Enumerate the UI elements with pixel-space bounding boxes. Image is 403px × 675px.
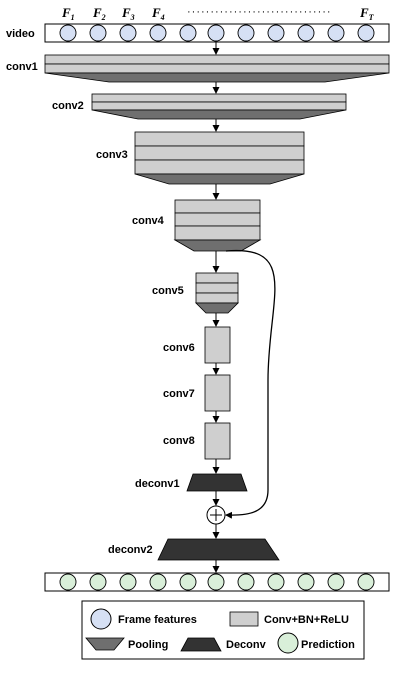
legend-frame-features-label: Frame features [118, 614, 197, 626]
frame-label-f3: F3 [121, 5, 135, 22]
frame-label-f4: F4 [151, 5, 165, 22]
legend-prediction-label: Prediction [301, 639, 355, 651]
frame-feature-circle-5 [179, 24, 197, 42]
skip-connection-arrow [225, 249, 276, 519]
conv1-layer-2 [44, 63, 390, 74]
legend-frame-features-icon [90, 608, 112, 630]
label-conv7: conv7 [163, 388, 195, 400]
prediction-circle-8 [267, 573, 285, 591]
prediction-circle-10 [327, 573, 345, 591]
prediction-circle-4 [149, 573, 167, 591]
frame-feature-circle-6 [207, 24, 225, 42]
label-deconv1: deconv1 [135, 478, 180, 490]
prediction-circles [59, 573, 375, 591]
legend-deconv-label: Deconv [226, 639, 267, 651]
legend-conv-label: Conv+BN+ReLU [264, 614, 349, 626]
conv1-pooling [44, 72, 390, 83]
frame-feature-circle-7 [237, 24, 255, 42]
frame-feature-circle-2 [89, 24, 107, 42]
conv2-layer-1 [91, 93, 347, 103]
deconv1-block [186, 473, 248, 492]
conv4-pooling [173, 239, 262, 252]
prediction-circle-9 [297, 573, 315, 591]
conv3-pooling [134, 173, 305, 185]
conv2-layer-2 [91, 101, 347, 111]
conv4-layer-1 [174, 199, 261, 214]
legend-box [81, 600, 365, 660]
frame-feature-circle-4 [149, 24, 167, 42]
conv5-pooling [195, 302, 239, 314]
conv5-layer-1 [195, 272, 239, 284]
conv5-layer-2 [195, 282, 239, 294]
legend-conv-icon [229, 611, 259, 627]
conv4-layer-2 [174, 212, 261, 227]
frame-ellipsis: ······························· [187, 6, 332, 18]
legend-pooling-icon [85, 637, 125, 651]
prediction-circle-3 [119, 573, 137, 591]
label-conv8: conv8 [163, 435, 195, 447]
label-conv5: conv5 [152, 285, 184, 297]
prediction-circle-5 [179, 573, 197, 591]
frame-label-ft: FT [359, 5, 375, 22]
conv5-layer-3 [195, 292, 239, 304]
frame-feature-circle-8 [267, 24, 285, 42]
conv8-block [204, 422, 231, 460]
frame-feature-circle-1 [59, 24, 77, 42]
legend-pooling-label: Pooling [128, 639, 168, 651]
label-conv3: conv3 [96, 149, 128, 161]
conv3-layer-2 [134, 145, 305, 161]
conv3-layer-3 [134, 159, 305, 175]
prediction-circle-1 [59, 573, 77, 591]
conv2-pooling [91, 109, 347, 120]
label-video: video [6, 28, 35, 40]
prediction-circle-2 [89, 573, 107, 591]
label-conv6: conv6 [163, 342, 195, 354]
prediction-circle-6 [207, 573, 225, 591]
frame-feature-circle-9 [297, 24, 315, 42]
conv7-block [204, 374, 231, 412]
frame-feature-circle-11 [357, 24, 375, 42]
deconv2-block [157, 538, 280, 561]
label-conv1: conv1 [6, 61, 38, 73]
prediction-circle-11 [357, 573, 375, 591]
legend-deconv-icon [180, 637, 222, 652]
frame-label-f1: F1 [61, 5, 75, 22]
label-deconv2: deconv2 [108, 544, 153, 556]
conv6-block [204, 326, 231, 364]
conv1-layer-1 [44, 54, 390, 65]
frame-feature-circle-3 [119, 24, 137, 42]
label-conv4: conv4 [132, 215, 165, 227]
conv4-layer-3 [174, 225, 261, 241]
legend-prediction-icon [277, 632, 299, 654]
prediction-circle-7 [237, 573, 255, 591]
label-conv2: conv2 [52, 100, 84, 112]
video-frame-circles [59, 24, 375, 42]
frame-feature-circle-10 [327, 24, 345, 42]
conv3-layer-1 [134, 131, 305, 147]
frame-label-f2: F2 [92, 5, 106, 22]
